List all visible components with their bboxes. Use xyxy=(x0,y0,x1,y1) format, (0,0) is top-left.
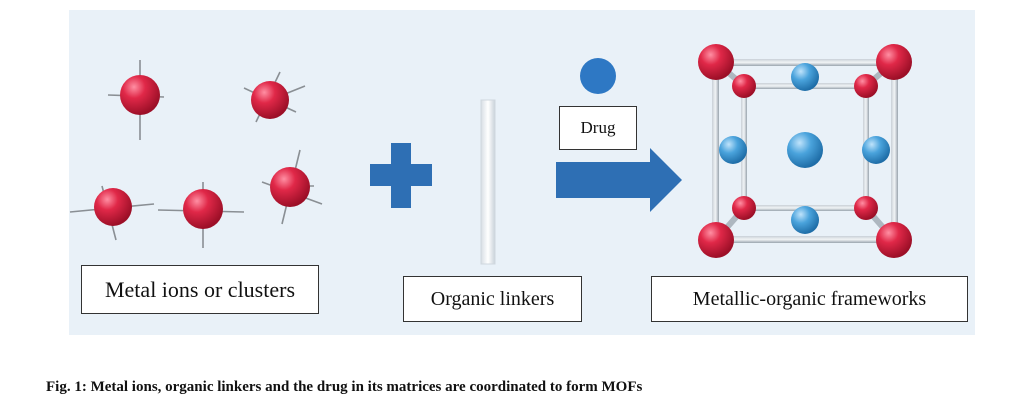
right-arrow-icon xyxy=(556,148,682,212)
metal-ion-icon xyxy=(69,185,155,241)
metal-ion-icon xyxy=(107,60,165,140)
metal-ions-label: Metal ions or clusters xyxy=(81,265,319,314)
drug-label: Drug xyxy=(559,106,637,150)
metal-ion-icon xyxy=(261,149,323,225)
linker-rod-icon xyxy=(480,99,496,265)
mof-label: Metallic-organic frameworks xyxy=(651,276,968,322)
organic-linkers-label: Organic linkers xyxy=(403,276,582,322)
metal-ion-icon xyxy=(243,71,306,123)
figure-caption: Fig. 1: Metal ions, organic linkers and … xyxy=(46,379,643,395)
mof-cube-icon xyxy=(698,44,912,258)
plus-icon xyxy=(370,143,432,208)
metal-ion-icon xyxy=(157,182,245,248)
drug-sphere-icon xyxy=(580,58,616,94)
metal-ions-group xyxy=(69,60,323,248)
